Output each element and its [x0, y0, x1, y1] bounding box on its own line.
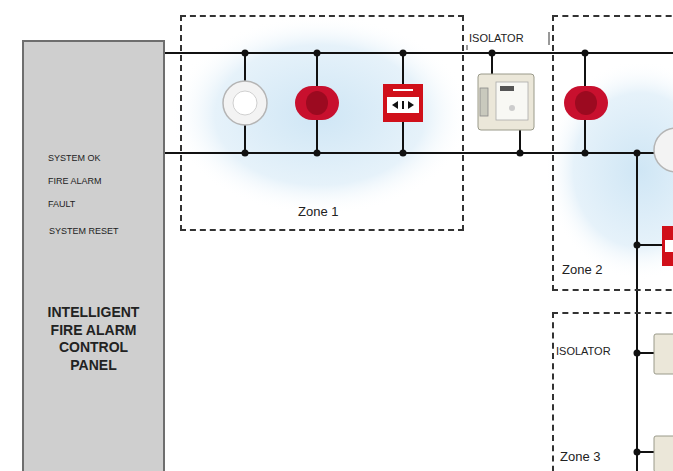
- smoke-detector: [654, 128, 673, 172]
- call-point: [662, 226, 673, 266]
- indicator-label: SYSTEM OK: [48, 153, 101, 163]
- loop-wire: [464, 52, 552, 54]
- isolator-terminal: [480, 88, 488, 116]
- zone-glow: [170, 15, 470, 215]
- call-point-glass: [665, 240, 673, 252]
- sounder: [295, 86, 339, 120]
- isolator-plate: [496, 82, 528, 120]
- smoke-detector: [223, 81, 267, 125]
- zone-glow: [545, 60, 673, 280]
- sounder-face: [575, 91, 597, 115]
- isolator-label: ISOLATOR: [556, 345, 611, 357]
- junction-dot: [242, 50, 641, 456]
- loop-wire: [165, 52, 180, 54]
- panel-title-wrap: INTELLIGENT FIRE ALARM CONTROL PANEL: [24, 304, 163, 374]
- sounder: [564, 86, 608, 120]
- zone-label: Zone 2: [562, 262, 602, 277]
- isolator-label: ISOLATOR: [469, 32, 524, 44]
- button-label: SYSTEM RESET: [49, 226, 119, 236]
- isolator-tag: [500, 86, 514, 91]
- call-point: [383, 84, 423, 122]
- loop-wire: [636, 291, 638, 312]
- detector-center: [233, 91, 257, 115]
- zone-box: Zone 1: [180, 15, 464, 231]
- zone-box: Zone 2: [552, 15, 673, 291]
- call-point-mark: [393, 89, 413, 91]
- zone-box: Zone 3: [552, 312, 673, 471]
- call-point-glass: [387, 97, 419, 113]
- panel-title: INTELLIGENT FIRE ALARM CONTROL PANEL: [42, 304, 146, 374]
- zone-label: Zone 3: [560, 449, 600, 464]
- isolator-device: [478, 74, 534, 130]
- call-point-arrows: [392, 101, 414, 109]
- isolator-led: [509, 105, 515, 111]
- device-base: [654, 436, 673, 471]
- indicator-label: FIRE ALARM: [48, 176, 102, 186]
- zone-label: Zone 1: [298, 204, 338, 219]
- isolator-bracket: [467, 32, 549, 50]
- sounder-face: [306, 91, 328, 115]
- indicator-label: FAULT: [48, 199, 75, 209]
- isolator-device: [654, 334, 673, 374]
- control-panel: INTELLIGENT FIRE ALARM CONTROL PANEL: [22, 40, 165, 471]
- loop-wire: [165, 53, 673, 471]
